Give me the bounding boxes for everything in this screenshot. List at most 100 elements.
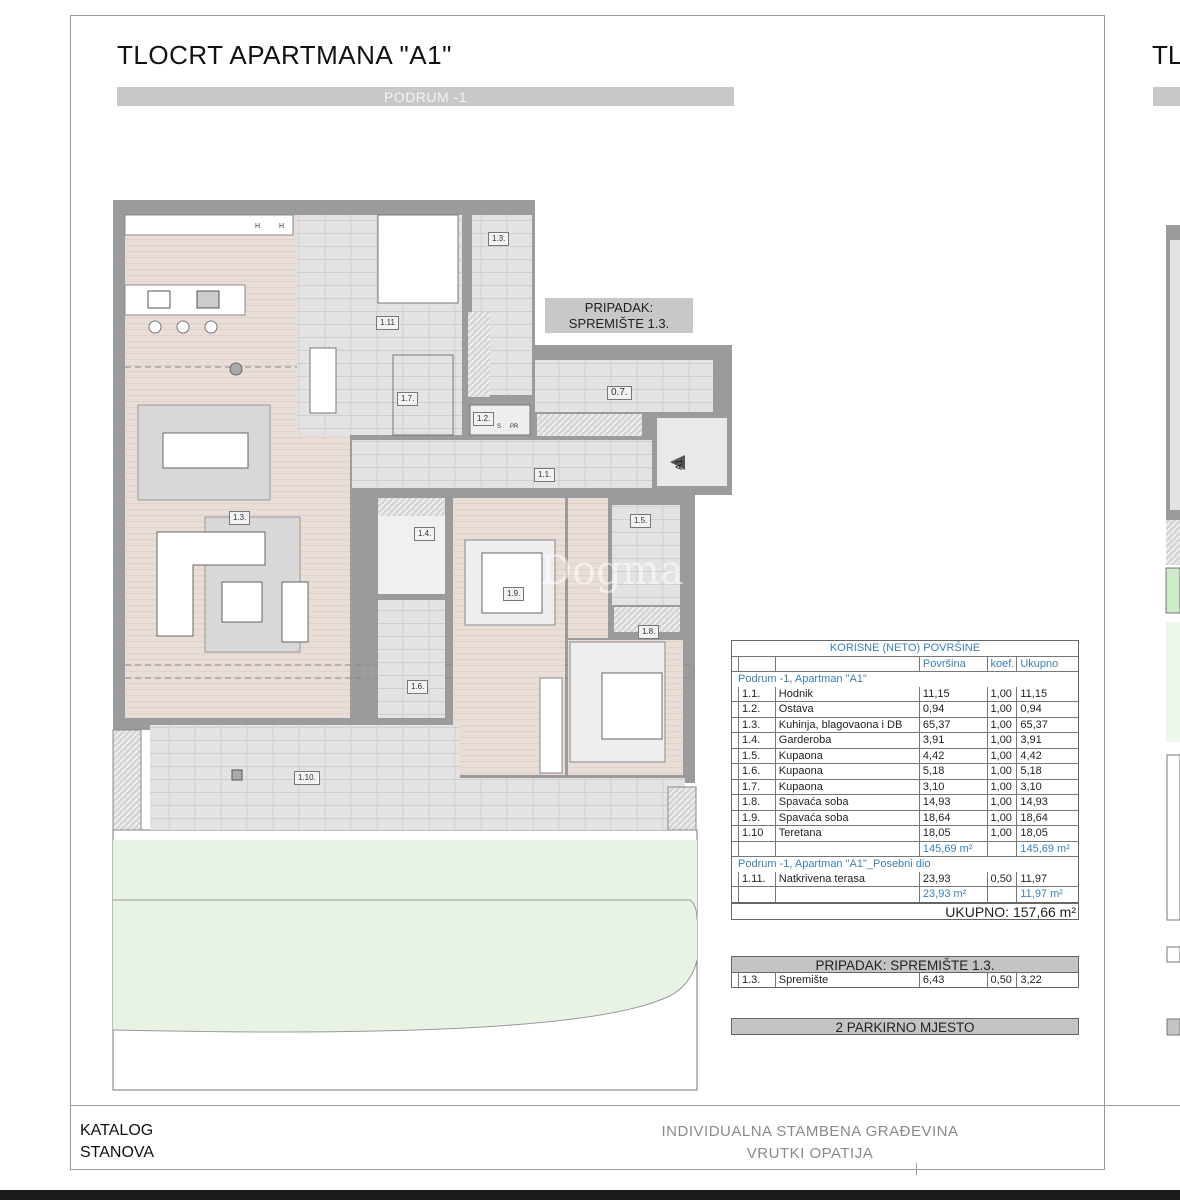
table-row: 1.3. Spremište 6,43 0,50 3,22 <box>731 973 1079 988</box>
table-cell: 1,00 <box>986 717 1017 732</box>
footer-catalog: KATALOG STANOVA <box>80 1120 154 1164</box>
table-cell: 4,42 <box>1016 748 1078 763</box>
table-cell: 18,05 <box>918 826 987 841</box>
table-cell: 1.3. <box>737 717 775 732</box>
storage-tag: PRIPADAK: SPREMIŠTE 1.3. <box>545 298 693 333</box>
room-label: 1.7. <box>397 392 419 406</box>
sofa <box>156 531 266 637</box>
storage-tag-line2: SPREMIŠTE 1.3. <box>568 316 670 331</box>
table-cell: 1,00 <box>986 764 1017 779</box>
table-cell: 1.2. <box>737 702 775 717</box>
room-label: 1.9. <box>503 587 525 601</box>
section-heading: Podrum -1, Apartman "A1" <box>732 671 1078 687</box>
room-label: 1.6. <box>407 680 429 694</box>
svg-text:H: H <box>255 223 260 230</box>
kitchen-island <box>124 284 246 316</box>
room-label: 1.4. <box>414 527 436 541</box>
svg-text:PR: PR <box>510 424 519 430</box>
table-cell: 1,00 <box>986 733 1017 748</box>
table-cell: Natkrivena terasa <box>774 871 919 886</box>
room-label: 1.2. <box>473 412 495 426</box>
table-cell: Kuhinja, blagovaona i DB <box>774 717 919 732</box>
table-cell: 1,00 <box>986 795 1017 810</box>
room-label: 1.11 <box>376 316 399 330</box>
page-divider <box>1104 15 1105 1105</box>
table-cell: Spavaća soba <box>774 795 919 810</box>
watermark-logo: Dogma <box>540 548 684 594</box>
table-cell: 1,00 <box>986 779 1017 794</box>
area-table: KORISNE (NETO) POVRŠINE Površina koef. U… <box>731 640 1079 903</box>
table-cell: 1.5. <box>737 748 775 763</box>
table-cell: 1.9. <box>737 810 775 825</box>
room-label: 1.3. <box>488 232 510 246</box>
svg-text:H: H <box>279 223 284 230</box>
room-1-1-hallway <box>352 440 652 488</box>
table-cell: 18,64 <box>1016 810 1078 825</box>
table-header: Površina koef. Ukupno <box>732 655 1078 671</box>
table-cell: 1.10 <box>737 826 775 841</box>
room-label: 1.3. <box>229 511 251 525</box>
table-cell: 1.1. <box>737 686 775 701</box>
subtotal-row: 145,69 m² 145,69 m² <box>732 840 1078 856</box>
table-cell: 23,93 <box>918 871 987 886</box>
table-cell: 14,93 <box>918 795 987 810</box>
table-cell: 0,94 <box>1016 702 1078 717</box>
svg-text:S: S <box>497 424 501 430</box>
table-cell: 18,64 <box>918 810 987 825</box>
table-cell: Kupaona <box>774 764 919 779</box>
table-cell: Kupaona <box>774 779 919 794</box>
table-cell: 65,37 <box>918 717 987 732</box>
footer-project: INDIVIDUALNA STAMBENA GRAĐEVINA VRUTKI O… <box>600 1121 1020 1165</box>
table-cell: 1.11. <box>737 871 775 886</box>
table-cell: 3,10 <box>1016 779 1078 794</box>
table-cell: 5,18 <box>1016 764 1078 779</box>
table-cell: 3,91 <box>918 733 987 748</box>
table-cell: 11,15 <box>918 686 987 701</box>
appurtenance-table: PRIPADAK: SPREMIŠTE 1.3. 1.3. Spremište … <box>731 956 1079 988</box>
table-cell: Hodnik <box>774 686 919 701</box>
footer-center-line1: INDIVIDUALNA STAMBENA GRAĐEVINA <box>661 1123 959 1140</box>
kitchen-cabinets <box>124 214 294 236</box>
table-cell: 0,94 <box>918 702 987 717</box>
page-title: TLOCRT APARTMANA "A1" <box>117 40 452 70</box>
room-label: 1.8. <box>638 625 660 639</box>
footer-tick <box>916 1163 917 1175</box>
parking-band: 2 PARKIRNO MJESTO <box>731 1018 1079 1035</box>
table-cell: Kupaona <box>774 748 919 763</box>
grand-total: UKUPNO: 157,66 m² <box>731 903 1079 920</box>
table-cell: 5,18 <box>918 764 987 779</box>
room-label: 0.7. <box>607 386 632 400</box>
footer-divider <box>70 1105 1180 1106</box>
table-cell: 65,37 <box>1016 717 1078 732</box>
footer-left-line1: KATALOG <box>80 1122 154 1139</box>
svg-text:A1: A1 <box>674 459 684 470</box>
room-1-6 <box>378 600 445 718</box>
dining-table <box>162 432 249 469</box>
bottom-bar <box>0 1190 1180 1200</box>
table-cell: Ostava <box>774 702 919 717</box>
entrance <box>657 418 727 486</box>
table-cell: 1.8. <box>737 795 775 810</box>
table-title: KORISNE (NETO) POVRŠINE <box>829 642 981 654</box>
level-band: PODRUM -1 <box>117 87 734 106</box>
footer-center-line2: VRUTKI OPATIJA <box>746 1145 874 1162</box>
footer-left-line2: STANOVA <box>80 1144 155 1161</box>
table-cell: 11,15 <box>1016 686 1078 701</box>
next-page-title-cut: TL <box>1152 40 1180 70</box>
table-cell: 1.7. <box>737 779 775 794</box>
table-cell: 0,50 <box>986 871 1017 886</box>
table-cell: 1,00 <box>986 748 1017 763</box>
table-cell: 1.4. <box>737 733 775 748</box>
table-cell: 1,00 <box>986 826 1017 841</box>
table-cell: Teretana <box>774 826 919 841</box>
